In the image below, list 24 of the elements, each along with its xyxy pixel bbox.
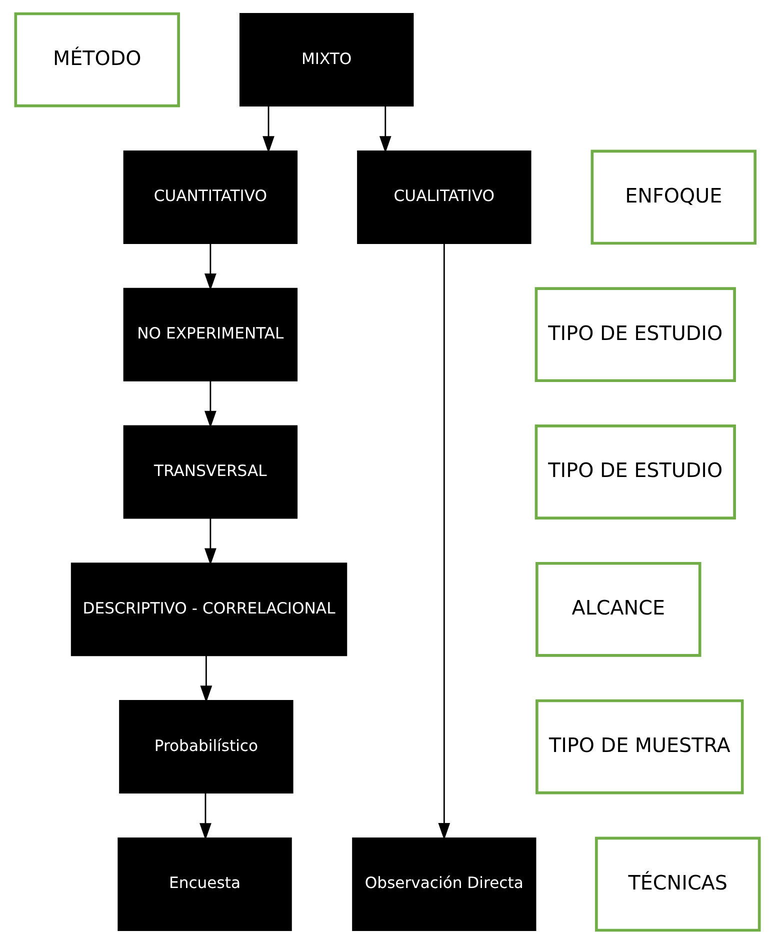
node-box: Encuesta xyxy=(118,837,292,931)
arrow xyxy=(204,518,216,566)
node-box: CUALITATIVO xyxy=(357,150,532,244)
arrow xyxy=(438,243,450,840)
node-box: DESCRIPTIVO - CORRELACIONAL xyxy=(70,562,348,656)
node-box: ALCANCE xyxy=(536,562,702,657)
arrow xyxy=(262,106,274,154)
node-box: TIPO DE MUESTRA xyxy=(536,699,744,794)
arrow xyxy=(200,656,212,703)
node-box: TÉCNICAS xyxy=(595,836,761,932)
node-box: TIPO DE ESTUDIO xyxy=(534,287,736,382)
node-box: Observación Directa xyxy=(352,837,536,931)
node-box: TIPO DE ESTUDIO xyxy=(534,424,736,520)
arrow xyxy=(200,792,212,840)
arrow xyxy=(204,243,216,290)
node-box: Probabilístico xyxy=(119,700,294,794)
node-box: TRANSVERSAL xyxy=(123,425,298,519)
node-box: NO EXPERIMENTAL xyxy=(123,288,298,382)
arrow xyxy=(204,380,216,428)
node-box: MIXTO xyxy=(239,13,414,107)
node-box: CUANTITATIVO xyxy=(123,150,298,244)
node-box: ENFOQUE xyxy=(590,150,756,245)
node-box: MÉTODO xyxy=(14,12,180,108)
arrow xyxy=(379,106,392,154)
